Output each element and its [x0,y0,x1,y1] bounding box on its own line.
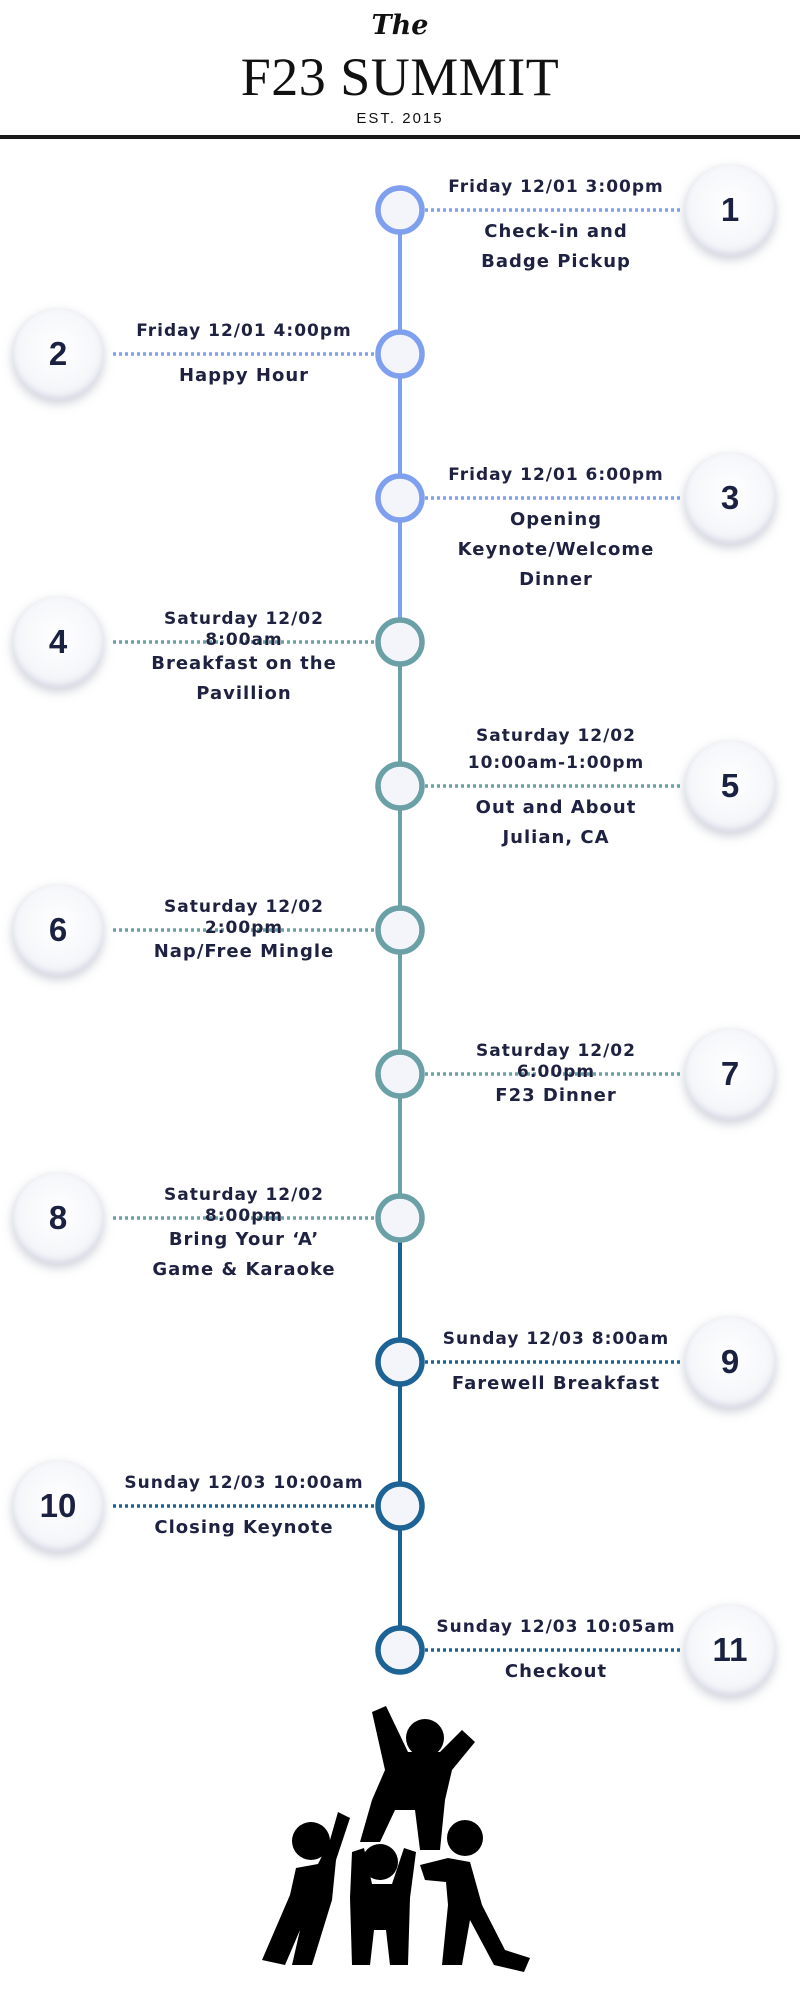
event-time: Sunday 12/03 10:00am [124,1473,364,1493]
event-title: Closing Keynote [154,1517,334,1538]
event-time: Friday 12/01 6:00pm [448,465,664,485]
event-title: Dinner [519,569,593,590]
event-number-badge: 10 [12,1460,104,1552]
timeline-node [375,1625,425,1675]
event-title: Game & Karaoke [152,1259,336,1280]
timeline-node [375,329,425,379]
timeline-node [375,617,425,667]
event-time: Saturday 12/02 [476,726,636,746]
event-number-badge: 2 [12,308,104,400]
event-time: Saturday 12/02 8:00pm [164,1185,324,1226]
event-time: Saturday 12/02 2:00pm [164,897,324,938]
event-number-badge: 6 [12,884,104,976]
timeline-nodes [375,185,425,1675]
timeline-node [375,1481,425,1531]
header: The F23 SUMMIT EST. 2015 [0,0,800,136]
event-time: Saturday 12/02 6:00pm [476,1041,636,1082]
timeline-node [375,761,425,811]
event-time: Sunday 12/03 10:05am [436,1617,676,1637]
event-number-badge: 11 [684,1604,776,1696]
timeline-connectors [113,208,683,1652]
timeline-node [375,905,425,955]
event-time: Friday 12/01 3:00pm [448,177,664,197]
timeline-node [375,185,425,235]
event-title: F23 Dinner [495,1085,617,1106]
event-time: 10:00am-1:00pm [467,753,645,773]
header-the: The [371,10,429,41]
event-number-badge: 1 [684,164,776,256]
event-title: Julian, CA [502,827,610,848]
event-title: Breakfast on the [151,653,337,674]
event-title: Out and About [475,797,637,818]
page-title: F23 SUMMIT [240,47,560,107]
event-title: Keynote/Welcome [457,539,655,560]
established-line: EST. 2015 [356,110,444,127]
header-divider [0,135,800,139]
event-title: Checkout [504,1661,608,1682]
event-title: Opening [509,509,603,530]
timeline-node [375,1049,425,1099]
event-title: Pavillion [196,683,292,704]
event-title: Bring Your ‘A’ [168,1229,320,1250]
event-number-badge: 8 [12,1172,104,1264]
timeline-node [375,1337,425,1387]
event-number-badge: 4 [12,596,104,688]
event-time: Sunday 12/03 8:00am [442,1329,670,1349]
event-number-badge: 7 [684,1028,776,1120]
event-number-badge: 9 [684,1316,776,1408]
timeline-node [375,473,425,523]
event-number-badge: 5 [684,740,776,832]
event-title: Check-in and [484,221,628,242]
event-title: Farewell Breakfast [451,1373,661,1394]
event-title: Happy Hour [178,365,310,386]
event-time: Friday 12/01 4:00pm [136,321,352,341]
event-time: Saturday 12/02 8:00am [164,609,324,650]
event-title: Badge Pickup [481,251,631,272]
event-number-badge: 3 [684,452,776,544]
event-title: Nap/Free Mingle [153,941,335,962]
timeline-node [375,1193,425,1243]
